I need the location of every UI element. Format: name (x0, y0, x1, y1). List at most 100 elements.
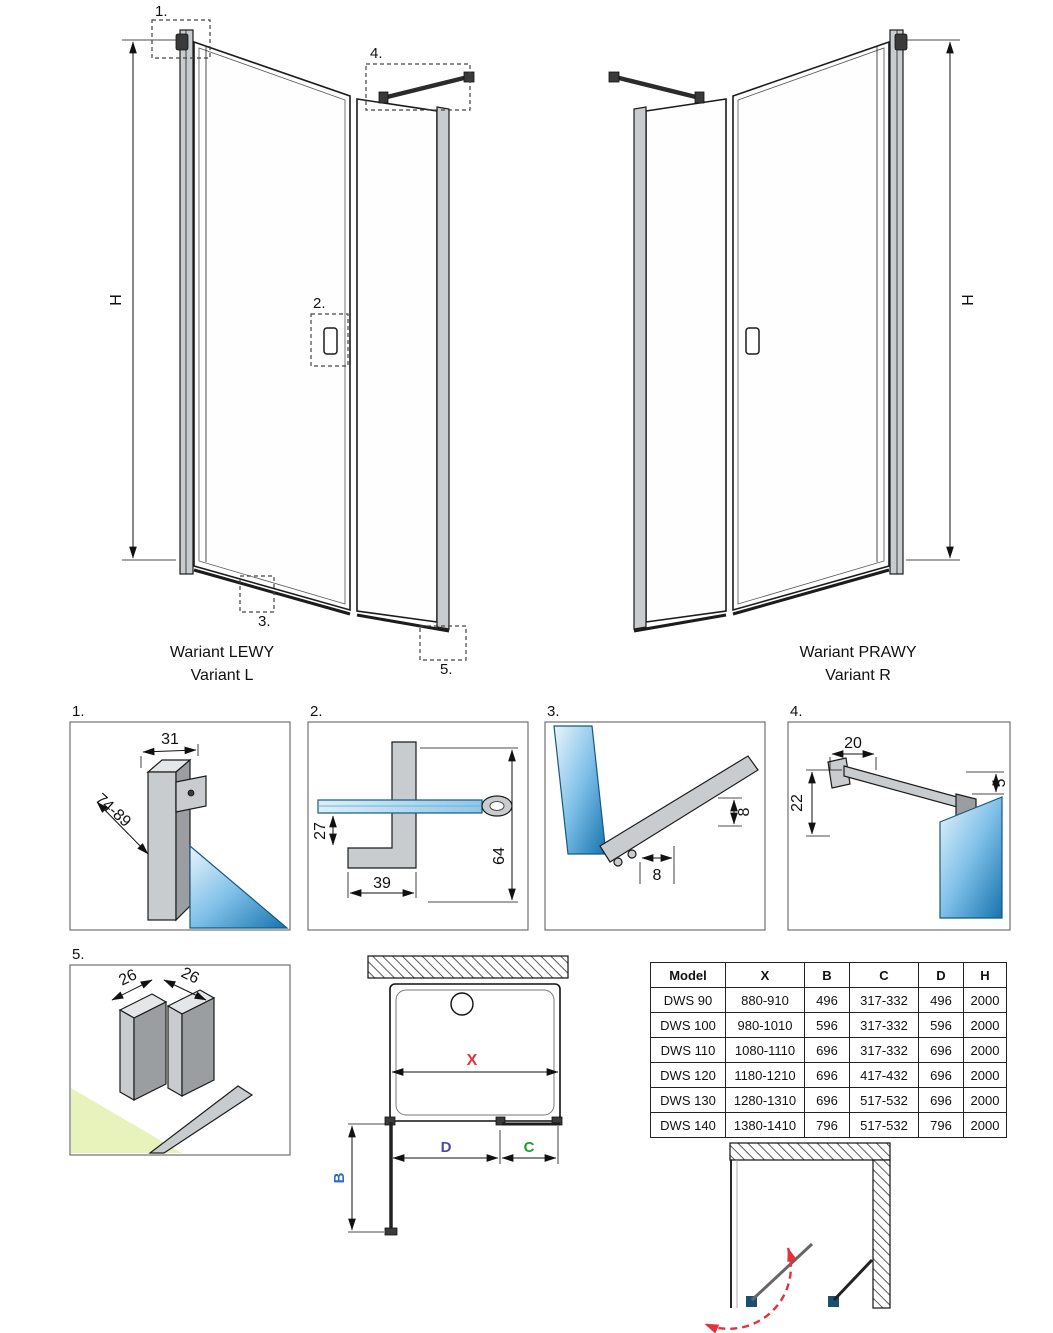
detail-3-label: 3. (547, 703, 560, 720)
cell-h: 2000 (963, 1112, 1007, 1138)
swing-schematic (704, 1142, 891, 1333)
caption-right-line2: Variant R (825, 667, 891, 684)
detail-2-label: 2. (310, 703, 323, 720)
wall-profile-left (175, 29, 194, 575)
cell-d: 696 (918, 1037, 964, 1063)
glass-wedge (189, 844, 289, 929)
fixed-panel-right (633, 98, 727, 630)
plan-view: X D C B (331, 955, 569, 1236)
detail-5-dim-left: 26 (116, 966, 140, 989)
wall-hatch-right (872, 1159, 891, 1309)
plan-dim-x: X (467, 1052, 478, 1069)
fixed-panel-line (832, 1258, 874, 1302)
table-row: DWS 130 1280-1310 696 517-532 696 2000 (650, 1087, 1007, 1113)
detail-4: 4. 20 22 5 (787, 703, 1011, 931)
table-row: DWS 90 880-910 496 317-332 496 2000 (650, 987, 1007, 1013)
callout-2-label: 2. (313, 295, 326, 312)
caption-left-line2: Variant L (191, 667, 254, 684)
table-row: DWS 140 1380-1410 796 517-532 796 2000 (650, 1112, 1007, 1138)
detail-4-label: 4. (790, 703, 803, 720)
cell-model: DWS 100 (650, 1012, 726, 1038)
elevation-left: H 1. 4. (108, 3, 475, 684)
cell-x: 880-910 (725, 987, 805, 1013)
cell-model: DWS 120 (650, 1062, 726, 1088)
cell-b: 696 (804, 1062, 850, 1088)
detail-3: 3. 8 8 (544, 703, 766, 931)
header-c: C (849, 962, 919, 988)
fixed-panel-foot (828, 1296, 839, 1307)
cell-d: 696 (918, 1062, 964, 1088)
door-leaf (750, 1242, 814, 1302)
cell-x: 1280-1310 (725, 1087, 805, 1113)
cell-d: 696 (918, 1087, 964, 1113)
detail-1-dim-width: 31 (161, 731, 179, 748)
detail-1-label: 1. (72, 703, 85, 720)
cell-d: 796 (918, 1112, 964, 1138)
cell-c: 317-332 (849, 1037, 919, 1063)
wall-hatch (367, 955, 569, 979)
cell-model: DWS 130 (650, 1087, 726, 1113)
callout-3-box (239, 575, 275, 613)
support-arm-right (608, 71, 705, 104)
cell-x: 1380-1410 (725, 1112, 805, 1138)
cell-b: 596 (804, 1012, 850, 1038)
header-h: H (963, 962, 1007, 988)
detail-2-dim-height: 64 (491, 847, 508, 865)
drain (450, 992, 474, 1016)
detail-4-dim-gap: 5 (992, 778, 1009, 787)
cell-h: 2000 (963, 1087, 1007, 1113)
cell-x: 1180-1210 (725, 1062, 805, 1088)
callout-1-box (151, 19, 211, 59)
table-row: DWS 120 1180-1210 696 417-432 696 2000 (650, 1062, 1007, 1088)
cell-h: 2000 (963, 1012, 1007, 1038)
detail-5: 5. 26 26 (69, 946, 291, 1156)
door-handle-left (323, 327, 338, 355)
door-panel-right (732, 40, 890, 612)
glass-corner (939, 796, 1003, 919)
detail-4-dim-length: 20 (844, 735, 862, 752)
callout-1-label: 1. (155, 3, 168, 20)
door-handle-right (745, 327, 760, 355)
detail-2-dim-base: 39 (373, 875, 391, 892)
cell-h: 2000 (963, 987, 1007, 1013)
shower-tray (389, 983, 561, 1122)
cell-d: 496 (918, 987, 964, 1013)
cell-model: DWS 110 (650, 1037, 726, 1063)
floor (71, 1088, 182, 1153)
plan-dim-c: C (524, 1139, 535, 1156)
callout-5-box (419, 625, 467, 661)
detail-4-dim-drop: 22 (789, 794, 806, 812)
detail-3-dim-height: 8 (736, 807, 753, 816)
cell-x: 1080-1110 (725, 1037, 805, 1063)
callout-3-label: 3. (258, 613, 271, 630)
table-header-row: Model X B C D H (650, 962, 1007, 988)
cell-b: 696 (804, 1037, 850, 1063)
spec-table: Model X B C D H DWS 90 880-910 496 317-3… (650, 962, 1007, 1138)
table-row: DWS 110 1080-1110 696 317-332 696 2000 (650, 1037, 1007, 1063)
plan-dim-b: B (331, 1172, 348, 1183)
header-model: Model (650, 962, 726, 988)
cell-h: 2000 (963, 1037, 1007, 1063)
detail-5-label: 5. (72, 946, 85, 963)
cell-b: 496 (804, 987, 850, 1013)
plan-dim-d: D (441, 1139, 452, 1156)
height-dim-label-right: H (958, 294, 975, 306)
cell-h: 2000 (963, 1062, 1007, 1088)
header-b: B (804, 962, 850, 988)
callout-2-box (310, 313, 349, 367)
detail-5-dim-right: 26 (178, 964, 202, 987)
cell-b: 796 (804, 1112, 850, 1138)
detail-2-dim-drop: 27 (312, 822, 329, 840)
cell-c: 517-532 (849, 1112, 919, 1138)
cell-model: DWS 140 (650, 1112, 726, 1138)
cell-c: 317-332 (849, 987, 919, 1013)
detail-3-dim-width: 8 (653, 867, 662, 884)
callout-4-box (365, 63, 471, 111)
cell-d: 596 (918, 1012, 964, 1038)
cell-c: 517-532 (849, 1087, 919, 1113)
header-d: D (918, 962, 964, 988)
header-x: X (725, 962, 805, 988)
cell-c: 417-432 (849, 1062, 919, 1088)
